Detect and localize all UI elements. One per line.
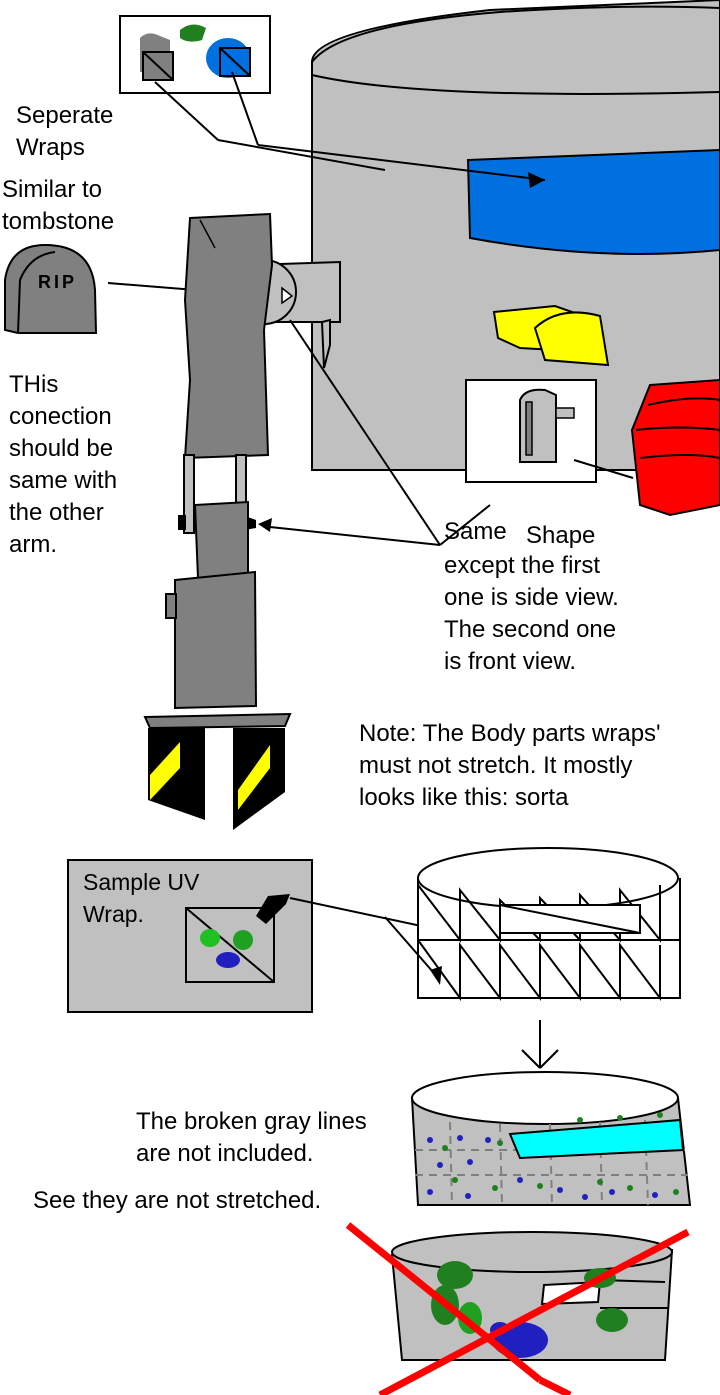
wrap-arrow-line: [231, 71, 259, 146]
stretched-wrap-cylinder: [390, 1231, 674, 1361]
yellow-wrap-patch: [492, 304, 610, 367]
wrap-arrow-line: [257, 144, 546, 181]
rip-text: RIP: [38, 272, 77, 292]
arrowhead: [528, 172, 545, 188]
broken-gray-lines-label: The broken gray lines are not included.: [136, 1108, 367, 1167]
wrap-arrow-line: [154, 81, 219, 141]
connection-note-label: THis conection should be same with the o…: [9, 371, 118, 558]
sample-uv-box: [67, 859, 313, 1013]
same-shape-pointer: [269, 526, 441, 546]
same-shape-pointer: [289, 319, 441, 546]
uv-triangle-cylinder: [384, 847, 681, 1002]
robot-arm: [143, 212, 341, 830]
red-wrap-patch: [630, 378, 720, 517]
front-view-pointer: [439, 504, 491, 546]
same-shape-note-label: except the first one is side view. The s…: [444, 552, 619, 675]
same-word-label: Same: [444, 518, 507, 545]
not-stretched-label: See they are not stretched.: [33, 1187, 322, 1214]
front-view-inset: [465, 379, 634, 483]
arrowhead: [258, 518, 272, 532]
blue-wrap-patch: [466, 148, 720, 255]
separate-wraps-label: Seperate Wraps: [16, 102, 114, 161]
red-cross-out: [345, 1222, 690, 1395]
body-note-label: Note: The Body parts wraps' must not str…: [359, 720, 661, 811]
sample-uv-label: Sample UV Wrap.: [83, 869, 200, 927]
tombstone-drawing: RIP: [4, 243, 98, 334]
separate-wraps-box: [119, 15, 271, 94]
down-arrow: [521, 1020, 559, 1069]
uv-pointer: [289, 897, 441, 931]
shape-word-label: Shape: [526, 522, 596, 549]
correct-wrap-cylinder: [410, 1071, 692, 1206]
wrap-arrow-line: [217, 139, 386, 171]
similar-tombstone-label: Similar to tombstone: [2, 176, 115, 235]
